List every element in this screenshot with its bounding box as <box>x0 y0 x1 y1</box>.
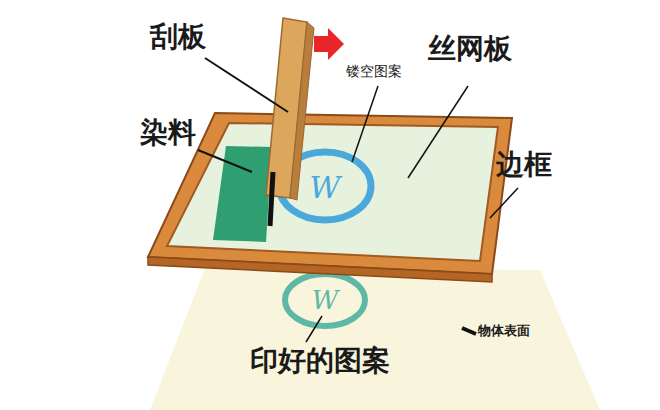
part-label: 印好的图案 <box>250 346 390 377</box>
leader-line <box>490 188 518 218</box>
screen-mesh <box>167 123 498 261</box>
leader-line <box>462 328 476 334</box>
part-label: 边框 <box>496 150 552 181</box>
frame-side <box>148 257 492 282</box>
pattern-letter: W <box>312 286 339 315</box>
part-label: 刮板 <box>150 22 206 53</box>
leader-line <box>352 86 378 162</box>
part-label: 镂空图案 <box>346 64 402 79</box>
squeegee-blade <box>270 172 273 226</box>
leader-line <box>205 58 288 112</box>
pattern-letter: W <box>310 171 341 204</box>
object-surface <box>150 268 600 410</box>
part-label: 丝网板 <box>428 34 512 65</box>
printed-ring <box>285 274 365 326</box>
leader-line <box>408 86 468 178</box>
leader-line <box>198 150 252 172</box>
leader-line <box>306 316 322 342</box>
part-label: 物体表面 <box>478 324 530 338</box>
part-label: 染料 <box>140 118 196 149</box>
frame <box>148 113 512 274</box>
direction-arrow <box>314 28 344 60</box>
